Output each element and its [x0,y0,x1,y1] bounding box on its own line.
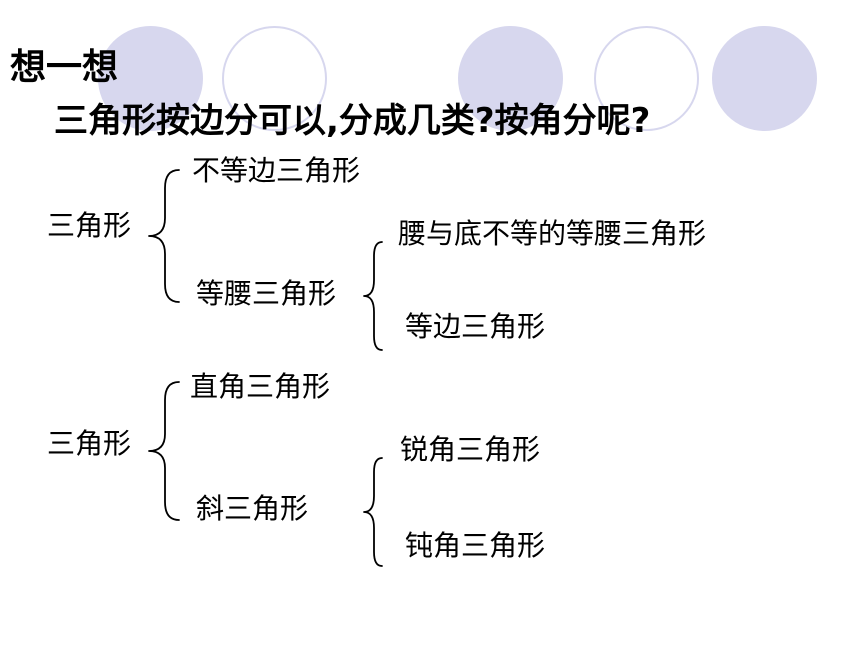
decor-circle-4 [594,26,699,131]
oblique-triangle-label: 斜三角形 [196,492,309,525]
decor-circle-5 [712,26,817,131]
oblique-brace [363,457,383,567]
sides-brace-main [148,169,180,303]
right-triangle-label: 直角三角形 [190,370,331,403]
acute-triangle-label: 锐角三角形 [400,433,541,466]
decor-circle-2 [222,26,327,131]
decor-circle-3 [458,26,563,131]
scalene-label: 不等边三角形 [192,154,361,187]
angles-root-label: 三角形 [47,427,132,460]
isosceles-non-equilateral-label: 腰与底不等的等腰三角形 [398,217,707,250]
obtuse-triangle-label: 钝角三角形 [405,529,546,562]
equilateral-label: 等边三角形 [405,310,546,343]
decor-circle-1 [98,26,203,131]
sides-root-label: 三角形 [47,209,132,242]
angles-brace-main [148,381,180,521]
slide-heading: 想一想 [10,47,119,88]
slide-question: 三角形按边分可以,分成几类?按角分呢? [54,101,651,141]
isosceles-label: 等腰三角形 [196,277,337,310]
isosceles-brace [363,241,383,351]
